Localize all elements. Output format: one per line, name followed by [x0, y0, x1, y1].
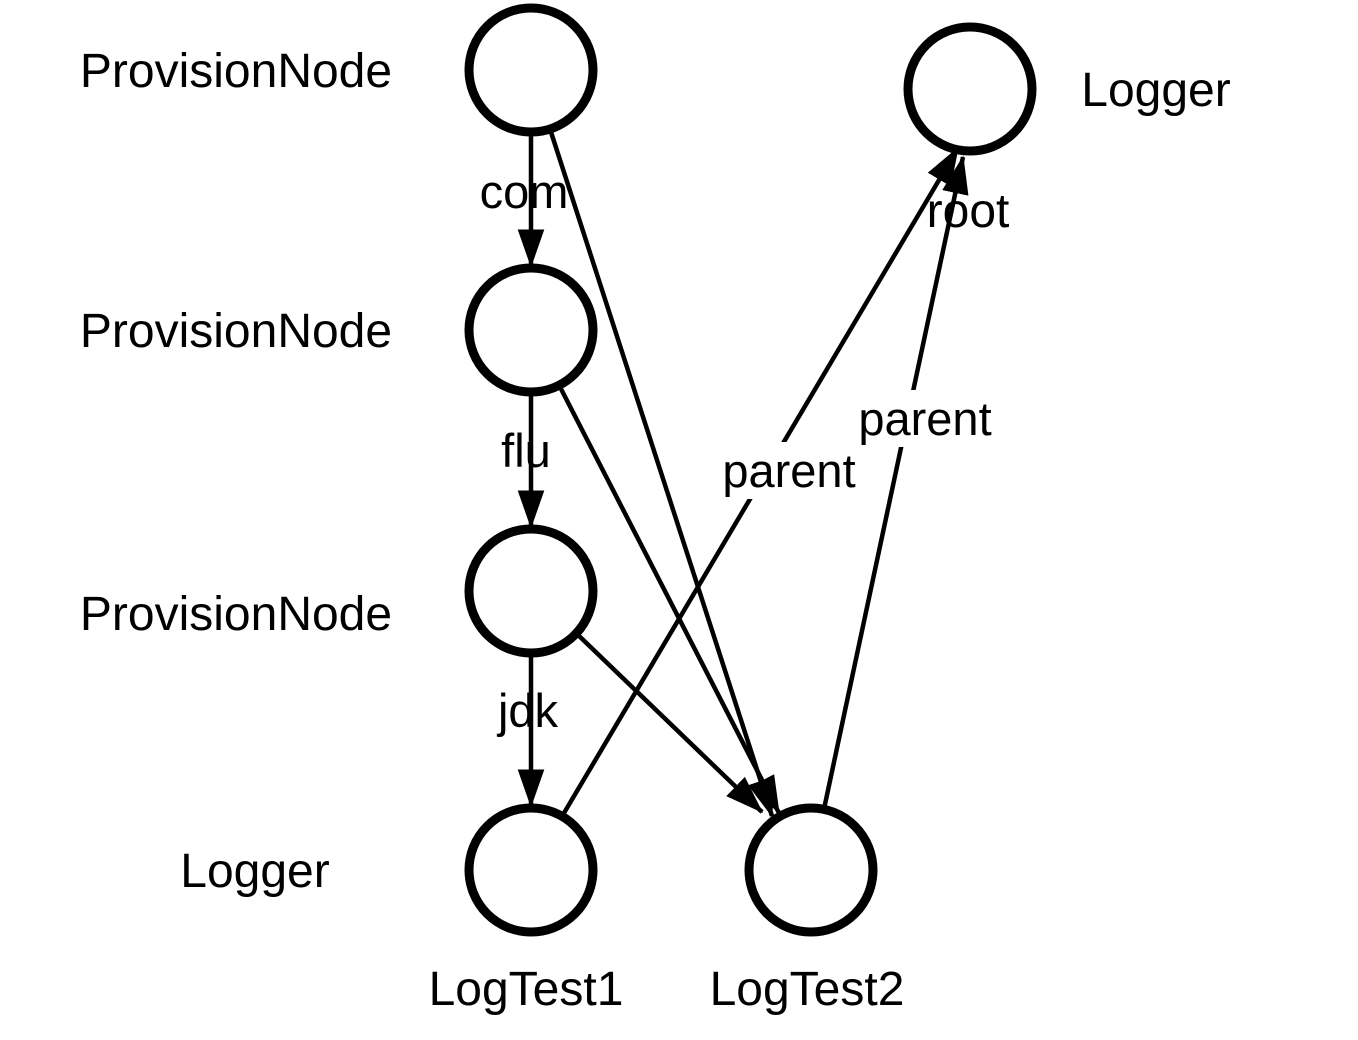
label-logtest1-type: Logger [180, 845, 329, 898]
edge-logtest2-parent [821, 155, 969, 810]
label-provisionnode-mid-type: ProvisionNode [80, 305, 392, 358]
edge-label-backgrounds-layer [719, 390, 995, 499]
edge-label-background [719, 442, 859, 499]
label-provisionnode-top-type: ProvisionNode [80, 45, 392, 98]
edge-bottom-to-logtest2 [574, 631, 764, 814]
node-root-logger-node [903, 22, 1037, 156]
edge-label-logtest1-parent: parent [722, 444, 855, 497]
label-root-name: root [927, 185, 1010, 238]
label-provisionnode-bottom-type: ProvisionNode [80, 588, 392, 641]
edge-label-background [855, 390, 995, 447]
node-provisionnode-bottom [464, 524, 598, 658]
nodes-layer [464, 3, 1037, 937]
label-root-logger-type: Logger [1081, 64, 1230, 117]
node-logtest2-node [744, 803, 878, 937]
node-labels-layer: ProvisionNodeProvisionNodeProvisionNodeL… [80, 45, 1231, 1016]
edge-label-logtest2-parent: parent [858, 392, 991, 445]
node-provisionnode-mid [464, 263, 598, 397]
label-logtest2-name: LogTest2 [710, 963, 905, 1016]
label-logtest1-name: LogTest1 [429, 963, 624, 1016]
edge-top-to-logtest2 [547, 128, 775, 818]
edge-label-flu: flu [501, 424, 551, 477]
edge-label-com: com [480, 165, 569, 218]
edge-mid-to-logtest2 [556, 383, 782, 815]
node-logtest1-node [464, 803, 598, 937]
edge-label-jdk: jdk [496, 684, 559, 737]
node-provisionnode-top [464, 3, 598, 137]
